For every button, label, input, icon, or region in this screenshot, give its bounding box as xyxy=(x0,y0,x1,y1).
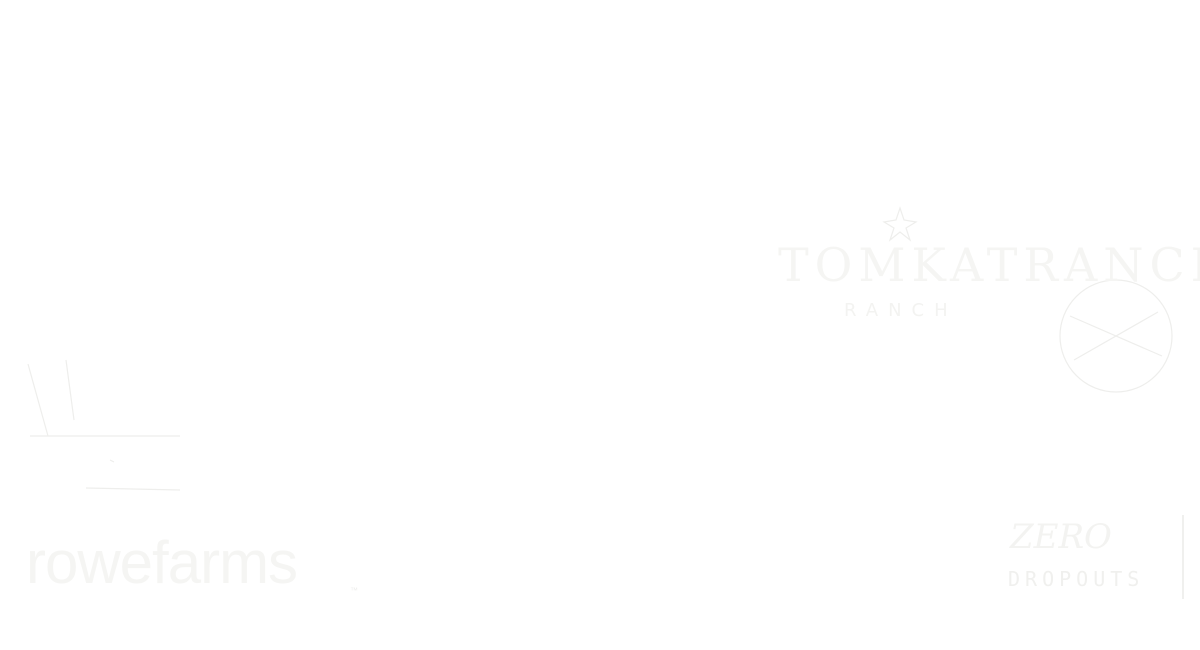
dropouts-script: ZERO xyxy=(1010,517,1112,557)
ranch-logo: TOMKATRANCH RANCH xyxy=(778,196,1200,416)
rowe-trademark: ™ xyxy=(350,586,358,595)
ranch-star-icon xyxy=(882,206,918,242)
rowe-farms-logo: rowefarms ™ xyxy=(20,350,380,610)
rowe-barn-icon xyxy=(27,359,181,491)
ranch-circle-icon xyxy=(1059,279,1173,393)
ranch-name: TOMKATRANCH xyxy=(778,238,1200,292)
ranch-subtitle: RANCH xyxy=(844,300,958,321)
rowe-farms-wordmark: rowefarms xyxy=(26,529,298,596)
dropouts-logo: ZERO DROPOUTS xyxy=(1000,515,1190,605)
dropouts-wordmark: DROPOUTS xyxy=(1008,567,1145,591)
ranch-emblem-graphics xyxy=(882,206,1173,393)
dropouts-divider xyxy=(1182,515,1184,599)
